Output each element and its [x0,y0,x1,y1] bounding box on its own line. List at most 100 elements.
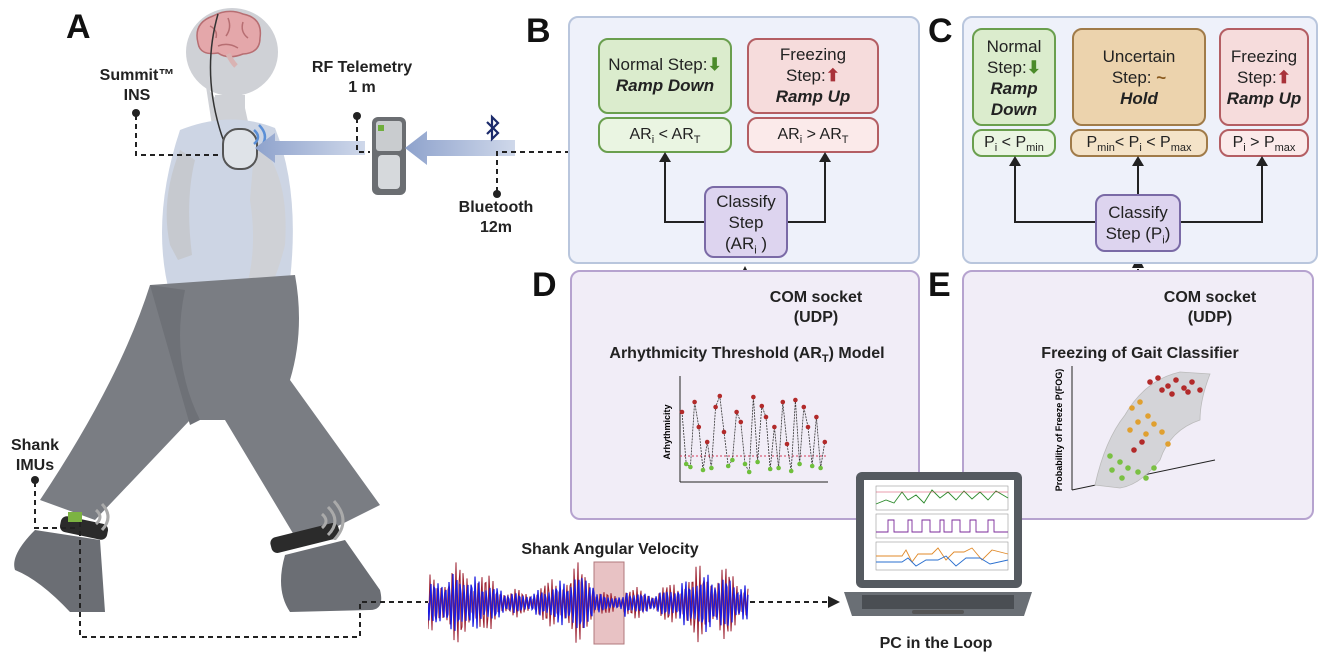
ar-point [683,461,689,467]
fog-point [1143,431,1149,437]
laptop-icon [844,472,1032,616]
tilde-icon: ~ [1151,68,1167,87]
fog-point [1151,465,1157,471]
e-com-line2: (UDP) [1187,309,1233,326]
fog-classifier-title: Freezing of Gait Classifier [1041,345,1239,362]
summit-line1: Summit™ [99,67,175,84]
fog-point [1145,413,1151,419]
c-condition-normal: Pi < Pmin [972,129,1056,157]
c-freezing-line2: Step:⬆ [1237,68,1291,87]
person-illustration [14,8,382,612]
c-normal-line2: Step:⬇ [987,58,1041,77]
fog-point [1197,387,1203,393]
fog-point [1109,467,1115,473]
normal-step-box: Normal Step:⬇ Ramp Down [598,38,732,114]
rf-line2: 1 m [348,79,376,96]
ar-point [767,466,773,472]
c-classify-line1: Classify [1108,203,1168,222]
c-hold-label: Hold [1120,89,1158,108]
d-com-line2: (UDP) [793,309,839,326]
shank-line2: IMUs [15,457,55,474]
ar-point [772,424,777,430]
bt-line2: 12m [479,219,513,236]
fog-point [1185,389,1191,395]
c-normal-line1: Normal [986,37,1042,56]
c-ramp-up-label: Ramp Up [1226,89,1302,108]
ar-point [746,469,752,475]
fog-point [1155,375,1161,381]
fog-point [1137,399,1143,405]
bluetooth-icon [486,114,500,142]
fog-point [1107,453,1113,459]
classify-step-p: Classify Step (Pi) [1095,194,1181,252]
fog-point [1181,385,1187,391]
c-uncertain-line2: Step: ~ [1111,68,1167,87]
ar-ylabel: Arhythmicity [662,404,672,459]
normal-step-text: Normal Step:⬇ [608,55,722,74]
ar-point [776,465,781,471]
fog-point [1165,441,1171,447]
ramp-up-label: Ramp Up [775,87,851,106]
brain-icon [196,10,262,68]
fog-ylabel: Probability of Freeze P(FOG) [1054,369,1064,492]
ar-point [788,468,794,474]
ar-point [704,439,710,445]
rf-line1: RF Telemetry [311,59,413,76]
ar-point [742,461,748,467]
fog-point [1125,465,1131,471]
c-condition-freezing: Pi > Pmax [1219,129,1309,157]
ar-point [751,394,756,400]
bluetooth-label: Bluetooth 12m [446,198,546,238]
classify-line3: (ARi ) [724,234,768,257]
ar-point [822,439,828,445]
panel-label-d: D [532,266,557,304]
c-freezing-step-box: Freezing Step:⬆ Ramp Up [1219,28,1309,126]
panel-label-c: C [928,12,953,50]
ar-point [734,409,739,415]
d-com-line1: COM socket [769,289,863,306]
ar-point [730,457,735,463]
fog-point [1165,383,1171,389]
summit-line2: INS [123,87,151,104]
ar-point [801,404,807,410]
ar-point [793,397,798,403]
ar-point [738,419,744,425]
rf-telemetry-label: RF Telemetry 1 m [292,58,432,98]
ins-device [222,128,258,170]
ar-point [721,429,727,435]
d-com-socket-label: COM socket (UDP) [746,288,886,328]
classify-line1: Classify [716,192,776,211]
classify-step-ar: Classify Step (ARi ) [704,186,788,258]
fog-point [1119,475,1125,481]
ar-point [755,459,760,465]
wireless-signal-icon [320,500,345,540]
shank-line1: Shank [10,437,59,454]
ar-point [692,399,697,405]
ramp-down-label: Ramp Down [615,76,715,95]
angular-velocity-signal [428,561,749,645]
ar-point [814,414,819,420]
up-arrow-icon: ⬆ [825,66,840,85]
ar-point [717,393,723,399]
panel-label-e: E [928,266,951,304]
ar-model-title: Arhythmicity Threshold (ART) Model [609,345,885,366]
panel-label-a: A [66,8,91,46]
summit-ins-label: Summit™ INS [92,66,182,106]
ar-point [759,403,765,409]
fog-point [1143,475,1149,481]
ar-point [700,467,706,473]
fog-point [1117,459,1123,465]
fog-point [1159,429,1165,435]
c-uncertain-line1: Uncertain [1102,47,1176,66]
fog-point [1173,377,1179,383]
fog-point [1127,427,1133,433]
ar-point [709,465,714,471]
ar-point [805,424,811,430]
panel-label-b: B [526,12,551,50]
fog-point [1159,387,1165,393]
c-freezing-line1: Freezing [1230,47,1298,66]
fog-point [1139,439,1145,445]
c-ramp-label: Ramp [990,79,1038,98]
fog-point [1169,391,1175,397]
